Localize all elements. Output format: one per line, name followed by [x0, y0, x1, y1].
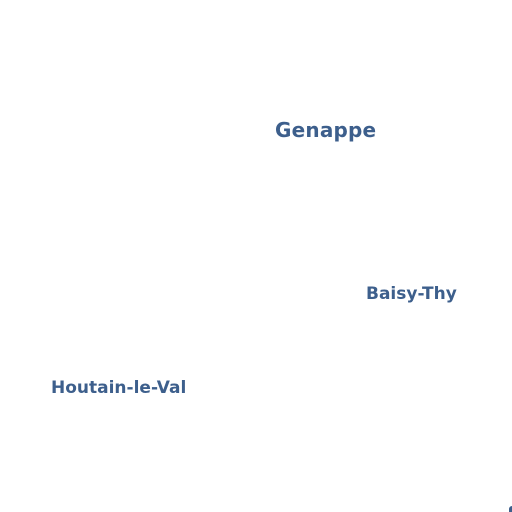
place-label-baisy-thy: Baisy-Thy [366, 284, 457, 304]
map-edge-marker-icon [509, 506, 512, 512]
place-label-houtain-le-val: Houtain-le-Val [51, 378, 187, 398]
place-label-genappe: Genappe [275, 118, 377, 142]
